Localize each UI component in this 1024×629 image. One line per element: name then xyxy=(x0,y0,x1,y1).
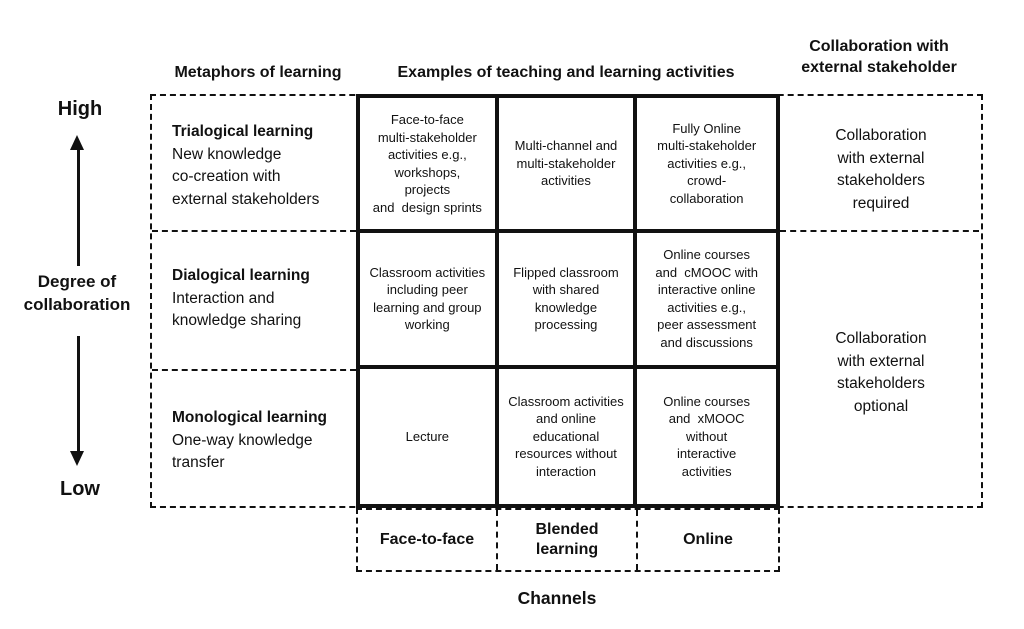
collaboration-optional-note: Collaboration with external stakeholders… xyxy=(835,330,927,415)
metaphors-column-header: Metaphors of learning xyxy=(174,64,342,81)
activity-cell-monological-online: Online courses and xMOOC without interac… xyxy=(663,393,751,479)
metaphor-title: Dialogical learning xyxy=(172,267,310,284)
arrow-down-line xyxy=(77,336,80,452)
activities-grid: Face-to-face multi-stakeholder activitie… xyxy=(356,94,780,508)
collaboration-required-note: Collaboration with external stakeholders… xyxy=(835,127,927,212)
arrow-down-icon xyxy=(70,451,84,466)
arrow-up-icon xyxy=(70,135,84,150)
metaphor-title: Monological learning xyxy=(172,409,328,426)
activity-cell-monological-blended: Classroom activities and online educatio… xyxy=(499,368,638,504)
channel-face-to-face: Face-to-face xyxy=(358,510,498,570)
metaphor-row-dialogical: Dialogical learning Interaction and know… xyxy=(172,265,354,333)
activity-cell-trialogical-face-to-face: Face-to-face multi-stakeholder activitie… xyxy=(360,98,499,234)
arrow-up-line xyxy=(77,149,80,266)
activity-cell-dialogical-face-to-face: Classroom activities including peer lear… xyxy=(360,233,499,369)
channels-axis-title: Channels xyxy=(517,588,597,608)
examples-column-header: Examples of teaching and learning activi… xyxy=(397,64,735,81)
activity-cell-dialogical-online: Online courses and cMOOC with interactiv… xyxy=(637,233,776,369)
metaphor-description: Interaction and knowledge sharing xyxy=(172,289,302,330)
channel-online: Online xyxy=(683,531,733,548)
metaphor-description: One-way knowledge transfer xyxy=(172,431,313,472)
channel-blended-learning: Blended learning xyxy=(498,510,638,570)
metaphor-description: New knowledge co-creation with external … xyxy=(172,145,320,208)
activity-cell-monological-face-to-face: Lecture xyxy=(360,368,499,504)
activity-cell-trialogical-online: Fully Online multi-stakeholder activitie… xyxy=(637,98,776,234)
metaphor-row-trialogical: Trialogical learning New knowledge co-cr… xyxy=(172,121,354,211)
collaboration-row-divider xyxy=(780,230,979,232)
activity-cell-trialogical-blended: Multi-channel and multi-stakeholder acti… xyxy=(498,98,638,234)
collaboration-column-header: Collaboration with external stakeholder xyxy=(801,38,957,76)
metaphor-row-divider-1 xyxy=(152,230,356,232)
channels-row: Face-to-face Blended learning Online xyxy=(356,508,780,572)
axis-low-label: Low xyxy=(60,478,100,500)
metaphor-title: Trialogical learning xyxy=(172,123,314,140)
metaphor-row-divider-2 xyxy=(152,369,356,371)
activity-cell-dialogical-blended: Flipped classroom with shared knowledge … xyxy=(498,233,638,369)
axis-title: Degree of collaboration xyxy=(23,272,131,314)
metaphor-row-monological: Monological learning One-way knowledge t… xyxy=(172,407,354,475)
axis-high-label: High xyxy=(57,98,103,120)
